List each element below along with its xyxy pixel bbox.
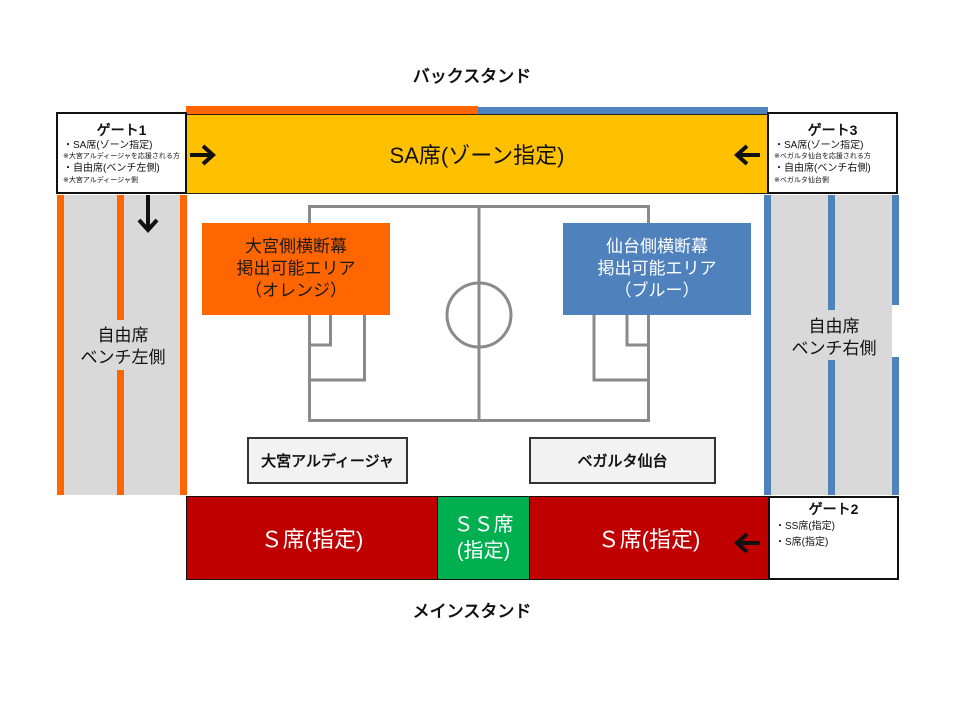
gate2-line: ・S席(指定) bbox=[775, 537, 829, 548]
sendai-zone-stripe bbox=[892, 195, 899, 305]
arrow-left-icon bbox=[734, 144, 760, 166]
free-seat-right-line1: 自由席 bbox=[808, 317, 860, 336]
gate1-note: ※大宮アルディージャを応援される方 bbox=[63, 153, 180, 160]
sendai-banner-line: 仙台側横断幕 bbox=[606, 237, 708, 256]
arrow-left-icon bbox=[734, 532, 760, 554]
arrow-right-icon bbox=[190, 144, 216, 166]
ss-seat-label-line1: ＳＳ席 bbox=[453, 514, 514, 536]
sendai-banner-area: 仙台側横断幕 掲出可能エリア （ブルー） bbox=[563, 223, 751, 315]
sendai-zone-stripe-top bbox=[478, 107, 768, 115]
omiya-zone-stripe bbox=[180, 195, 187, 495]
gate2-line: ・SS席(指定) bbox=[775, 521, 835, 532]
omiya-zone-stripe bbox=[57, 195, 64, 495]
omiya-banner-line: 掲出可能エリア bbox=[236, 259, 356, 278]
omiya-banner-line: 大宮側横断幕 bbox=[245, 237, 347, 256]
pitch-center-circle bbox=[445, 281, 513, 349]
s-seat-right-block: Ｓ席(指定) bbox=[529, 496, 769, 580]
ss-seat-label-line2: (指定) bbox=[456, 540, 511, 562]
free-seat-right-line2: ベンチ右側 bbox=[791, 339, 877, 358]
team-name-sendai: ベガルタ仙台 bbox=[577, 453, 668, 470]
team-label-sendai: ベガルタ仙台 bbox=[529, 437, 716, 484]
gate3-note: ※ベガルタ仙台側 bbox=[774, 177, 829, 184]
back-stand-title: バックスタンド bbox=[412, 67, 532, 86]
omiya-banner-area: 大宮側横断幕 掲出可能エリア （オレンジ） bbox=[202, 223, 390, 315]
arrow-down-icon bbox=[137, 195, 159, 233]
main-stand-title: メインスタンド bbox=[412, 602, 532, 621]
gate1-line: ・自由席(ベンチ左側) bbox=[63, 163, 160, 174]
ss-seat-block: ＳＳ席 (指定) bbox=[437, 496, 530, 580]
s-seat-left-block: Ｓ席(指定) bbox=[186, 496, 438, 580]
free-seat-right-label: 自由席 ベンチ右側 bbox=[778, 310, 890, 360]
gate2-box: ゲート2 ・SS席(指定) ・S席(指定) bbox=[768, 496, 899, 580]
omiya-banner-line: （オレンジ） bbox=[245, 281, 347, 300]
sendai-zone-stripe bbox=[764, 195, 771, 495]
gate3-title: ゲート3 bbox=[807, 122, 858, 138]
free-seat-left-line1: 自由席 bbox=[97, 326, 149, 345]
sendai-banner-line: （ブルー） bbox=[614, 281, 700, 300]
gate3-box: ゲート3 ・SA席(ゾーン指定) ※ベガルタ仙台を応援される方 ・自由席(ベンチ… bbox=[767, 112, 898, 194]
gate3-note: ※ベガルタ仙台を応援される方 bbox=[774, 153, 871, 160]
sendai-banner-line: 掲出可能エリア bbox=[597, 259, 717, 278]
sa-seat-label: SA席(ゾーン指定) bbox=[389, 143, 565, 168]
gate1-title: ゲート1 bbox=[96, 122, 147, 138]
s-seat-right-label: Ｓ席(指定) bbox=[597, 527, 701, 552]
gate1-box: ゲート1 ・SA席(ゾーン指定) ※大宮アルディージャを応援される方 ・自由席(… bbox=[56, 112, 187, 194]
s-seat-left-label: Ｓ席(指定) bbox=[260, 527, 364, 552]
team-name-omiya: 大宮アルディージャ bbox=[261, 453, 394, 470]
gate3-line: ・自由席(ベンチ右側) bbox=[774, 163, 871, 174]
team-label-omiya: 大宮アルディージャ bbox=[247, 437, 408, 484]
gate1-line: ・SA席(ゾーン指定) bbox=[63, 140, 153, 151]
sendai-zone-stripe bbox=[892, 357, 899, 495]
omiya-zone-stripe-top bbox=[186, 106, 478, 114]
free-seat-left-line2: ベンチ左側 bbox=[80, 348, 166, 367]
free-seat-left-label: 自由席 ベンチ左側 bbox=[68, 320, 178, 370]
gate2-title: ゲート2 bbox=[808, 501, 859, 517]
sa-seat-block: SA席(ゾーン指定) bbox=[186, 114, 768, 194]
gate1-note: ※大宮アルディージャ側 bbox=[63, 177, 138, 184]
gate3-line: ・SA席(ゾーン指定) bbox=[774, 140, 864, 151]
